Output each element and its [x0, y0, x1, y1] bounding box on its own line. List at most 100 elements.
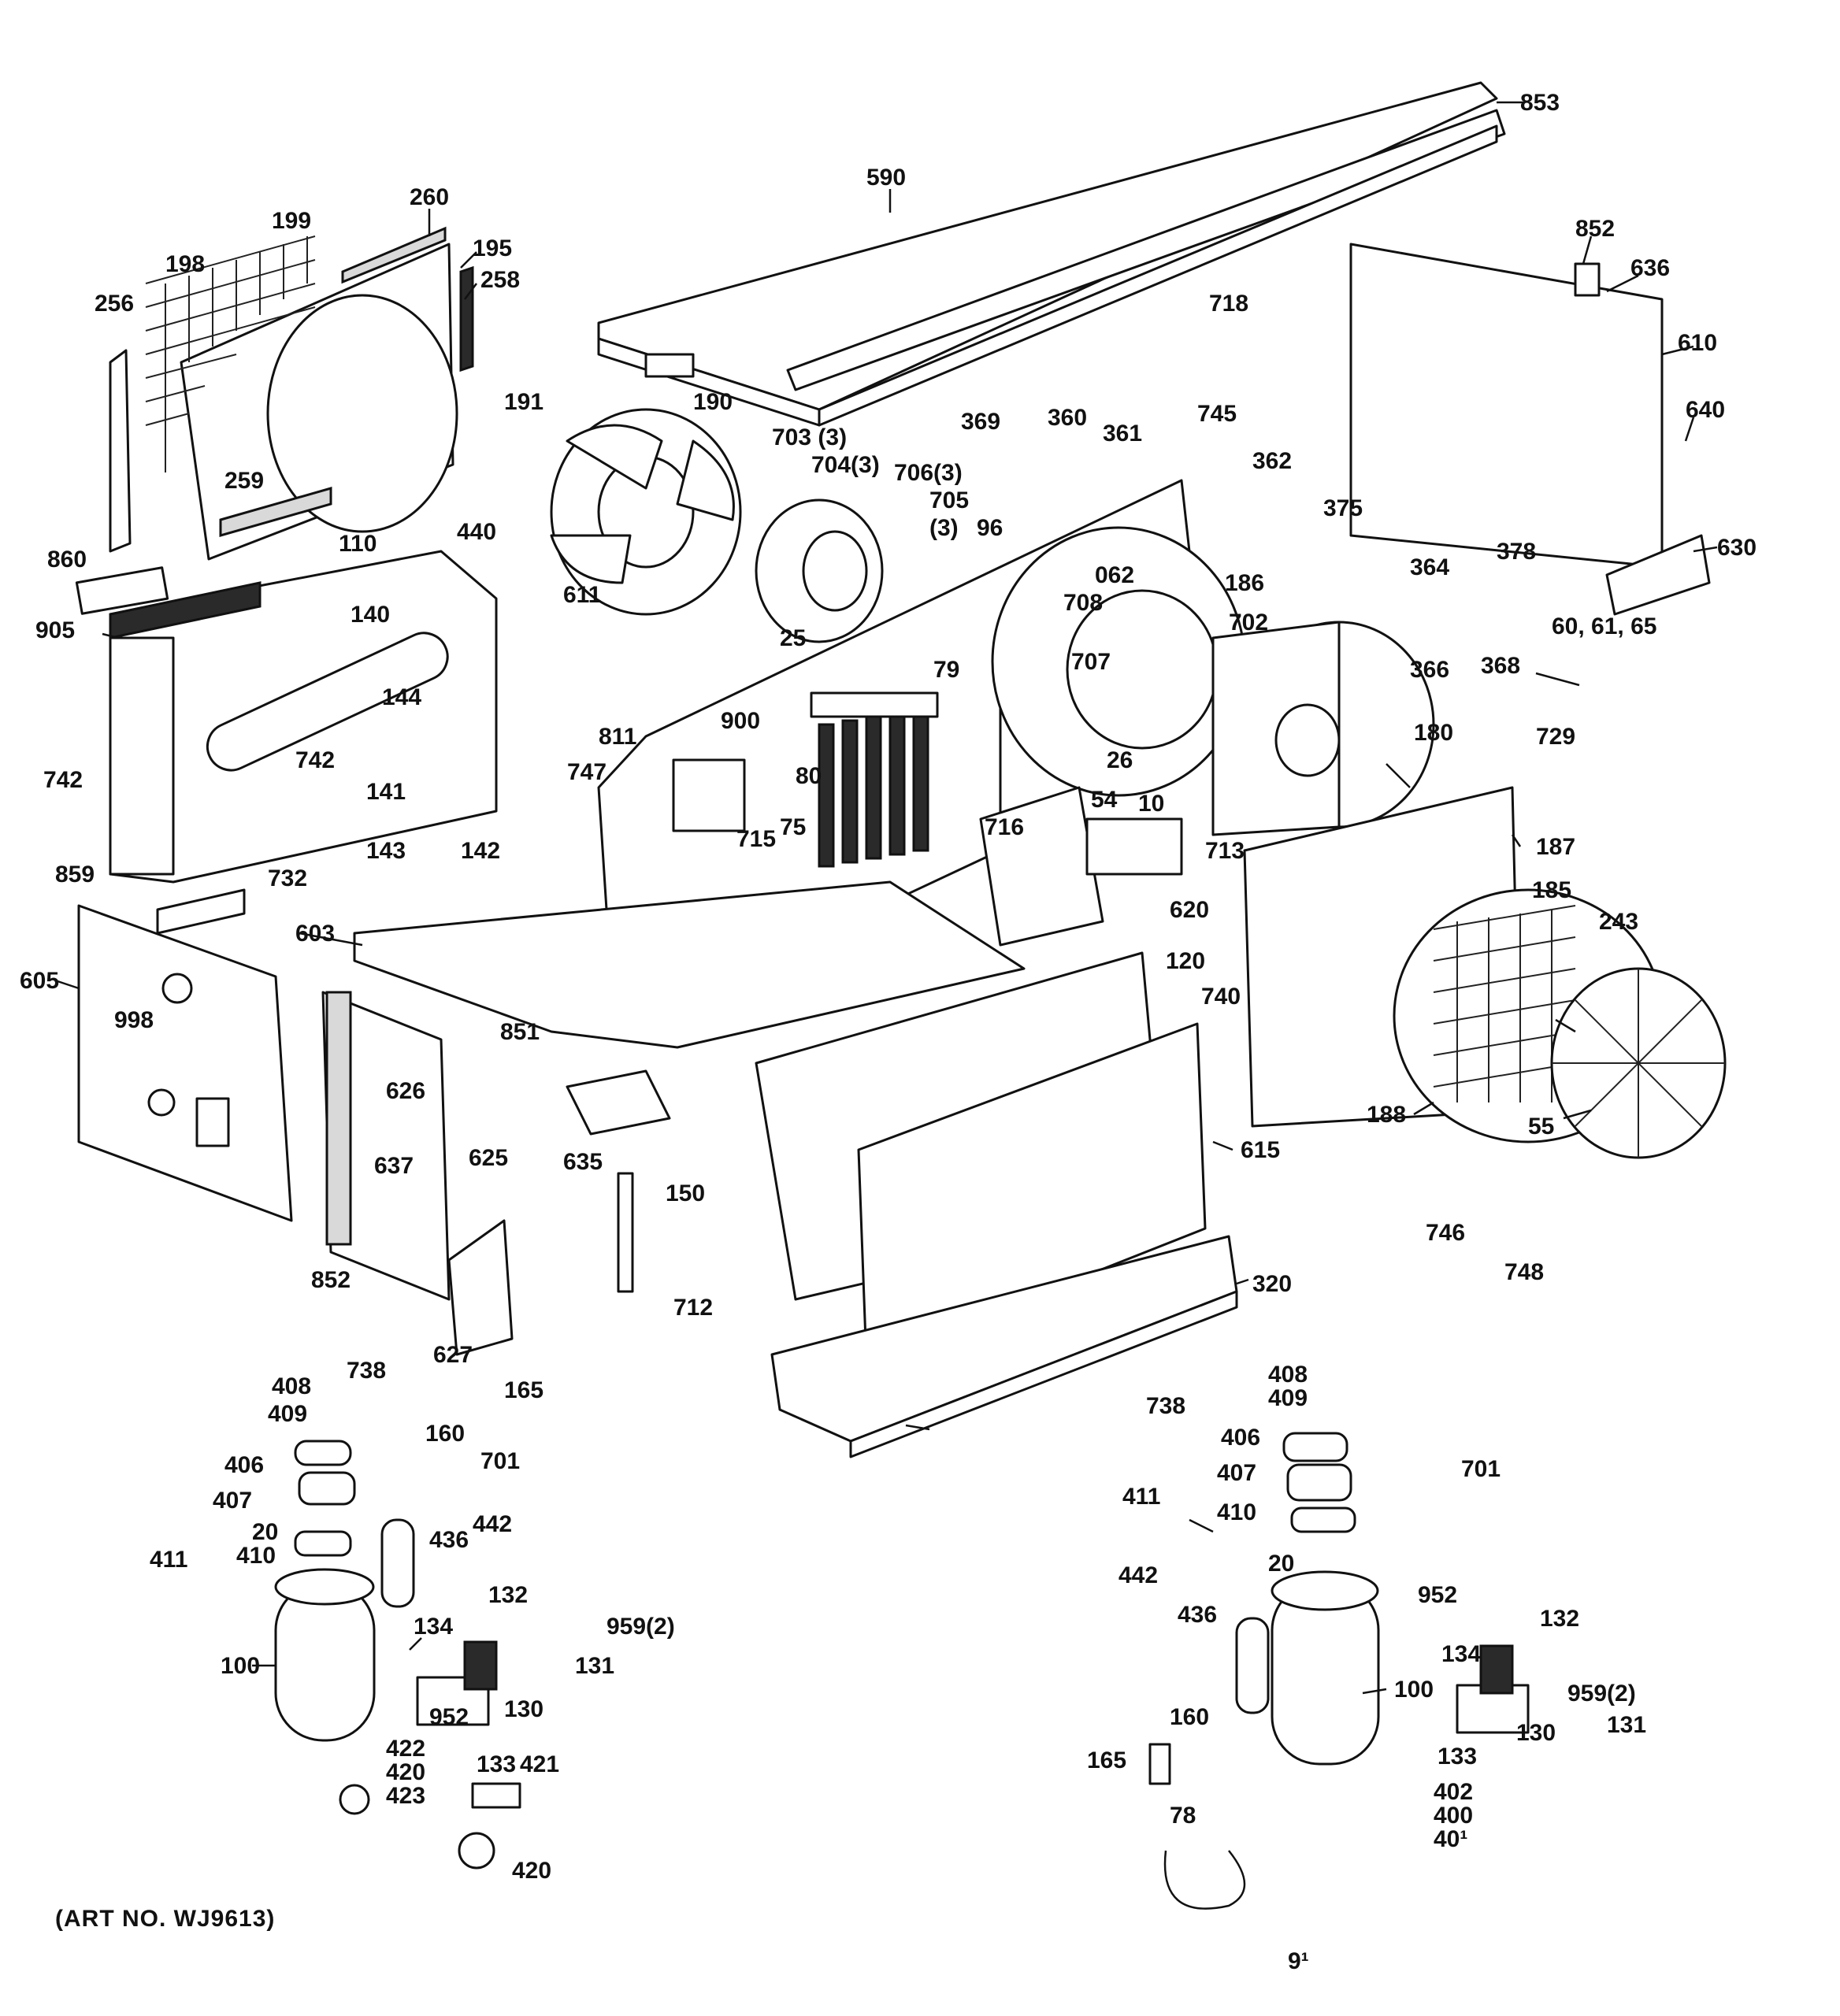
- callout-406-left: 406: [224, 1452, 264, 1478]
- callout-78: 78: [1170, 1803, 1196, 1829]
- callout-198: 198: [165, 251, 205, 277]
- partition-panel-part: [321, 991, 451, 1301]
- callout-436-left: 436: [429, 1527, 469, 1553]
- callout-745: 745: [1197, 401, 1237, 427]
- callout-410-right: 410: [1217, 1499, 1256, 1525]
- callout-130-left: 130: [504, 1696, 543, 1722]
- callout-26: 26: [1107, 747, 1133, 773]
- mesh-grid: [145, 235, 316, 472]
- leader-lines: [54, 101, 1718, 1695]
- fan-motor-part: [755, 498, 884, 643]
- callout-627: 627: [433, 1342, 473, 1368]
- callout-360: 360: [1048, 405, 1087, 431]
- callout-366: 366: [1410, 657, 1449, 683]
- callout-160-right: 160: [1170, 1704, 1209, 1730]
- fan-guard-part: [1550, 967, 1727, 1159]
- callout-635: 635: [563, 1149, 603, 1175]
- callout-811: 811: [599, 724, 636, 750]
- callout-75: 75: [780, 814, 806, 840]
- left-grille-panel-part: [109, 226, 474, 561]
- callout-729: 729: [1536, 724, 1575, 750]
- callout-320: 320: [1252, 1271, 1292, 1297]
- callout-180: 180: [1414, 720, 1453, 746]
- callout-708: 708: [1063, 590, 1103, 616]
- callout-701-right: 701: [1461, 1456, 1501, 1482]
- compressor-left-part: [274, 1440, 521, 1870]
- compressor-right-part: [1148, 1432, 1530, 1910]
- art-number: (ART NO. WJ9613): [55, 1906, 276, 1932]
- callout-626: 626: [386, 1078, 425, 1104]
- callout-132-right: 132: [1540, 1606, 1579, 1632]
- callout-590: 590: [866, 165, 906, 191]
- callout-851: 851: [500, 1019, 540, 1045]
- callout-746: 746: [1426, 1220, 1465, 1246]
- callout-062: 062: [1095, 562, 1134, 588]
- callout-420-lower: 420: [512, 1858, 551, 1884]
- callout-409-right: 409: [1268, 1385, 1308, 1411]
- callout-998: 998: [114, 1007, 154, 1033]
- blower-wheel-part: [991, 526, 1435, 836]
- callout-labels: 853 590 260 199 198 195 258 256 852 636 …: [20, 90, 1757, 1974]
- callout-131-right: 131: [1607, 1712, 1646, 1738]
- callout-142: 142: [461, 838, 500, 864]
- callout-420-upper: 420: [386, 1759, 425, 1785]
- callout-740: 740: [1201, 984, 1241, 1010]
- callout-705-qty: (3): [929, 515, 959, 541]
- callout-860: 860: [47, 547, 87, 573]
- callout-716: 716: [985, 814, 1024, 840]
- callout-186: 186: [1225, 570, 1264, 596]
- callout-712: 712: [673, 1295, 713, 1321]
- callout-408-left: 408: [272, 1373, 311, 1399]
- callout-187: 187: [1536, 834, 1575, 860]
- callout-738-right: 738: [1146, 1393, 1185, 1419]
- callout-132-left: 132: [488, 1582, 528, 1608]
- callout-144: 144: [382, 684, 421, 710]
- callout-133-left: 133: [477, 1751, 516, 1777]
- callout-742-right: 742: [295, 747, 335, 773]
- base-tray-part: [770, 1235, 1238, 1458]
- callout-25: 25: [780, 625, 806, 651]
- bracket-635-part: [566, 1069, 671, 1136]
- callout-603: 603: [295, 921, 335, 947]
- callout-852-top: 852: [1575, 216, 1615, 242]
- callout-748: 748: [1504, 1259, 1544, 1285]
- callout-364: 364: [1410, 554, 1449, 580]
- callout-258: 258: [480, 267, 520, 293]
- callout-110: 110: [339, 531, 377, 557]
- callout-442-right: 442: [1118, 1562, 1158, 1588]
- callout-636: 636: [1630, 255, 1670, 281]
- callout-630: 630: [1717, 535, 1757, 561]
- callout-20-right: 20: [1268, 1551, 1294, 1577]
- callout-705: 705: [929, 487, 969, 513]
- callout-140: 140: [351, 602, 390, 628]
- callout-440: 440: [457, 519, 496, 545]
- callout-952-right: 952: [1418, 1582, 1457, 1608]
- callout-959-left: 959(2): [607, 1614, 675, 1640]
- callout-905: 905: [35, 617, 75, 643]
- callout-406-right: 406: [1221, 1425, 1260, 1451]
- callout-859: 859: [55, 862, 95, 888]
- callout-605: 605: [20, 968, 59, 994]
- callout-368: 368: [1481, 653, 1520, 679]
- callout-60-61-65: 60, 61, 65: [1552, 613, 1656, 639]
- right-side-panel-part: [1349, 243, 1711, 616]
- callout-436-right: 436: [1178, 1602, 1217, 1628]
- callout-408-right: 408: [1268, 1362, 1308, 1388]
- callout-615: 615: [1241, 1137, 1280, 1163]
- callout-165-left: 165: [504, 1377, 543, 1403]
- callout-191: 191: [504, 389, 543, 415]
- callout-80: 80: [796, 763, 822, 789]
- callout-120: 120: [1166, 948, 1205, 974]
- callout-610: 610: [1678, 330, 1717, 356]
- control-panel-part: [979, 786, 1183, 947]
- callout-185: 185: [1532, 877, 1571, 903]
- callout-706: 706(3): [894, 460, 963, 486]
- callout-55: 55: [1528, 1114, 1554, 1140]
- heater-element-part: [810, 691, 939, 868]
- condenser-coil-part: [755, 951, 1207, 1364]
- callout-637: 637: [374, 1153, 414, 1179]
- callout-611: 611: [563, 582, 601, 608]
- callout-713: 713: [1205, 838, 1245, 864]
- callout-952-left: 952: [429, 1704, 469, 1730]
